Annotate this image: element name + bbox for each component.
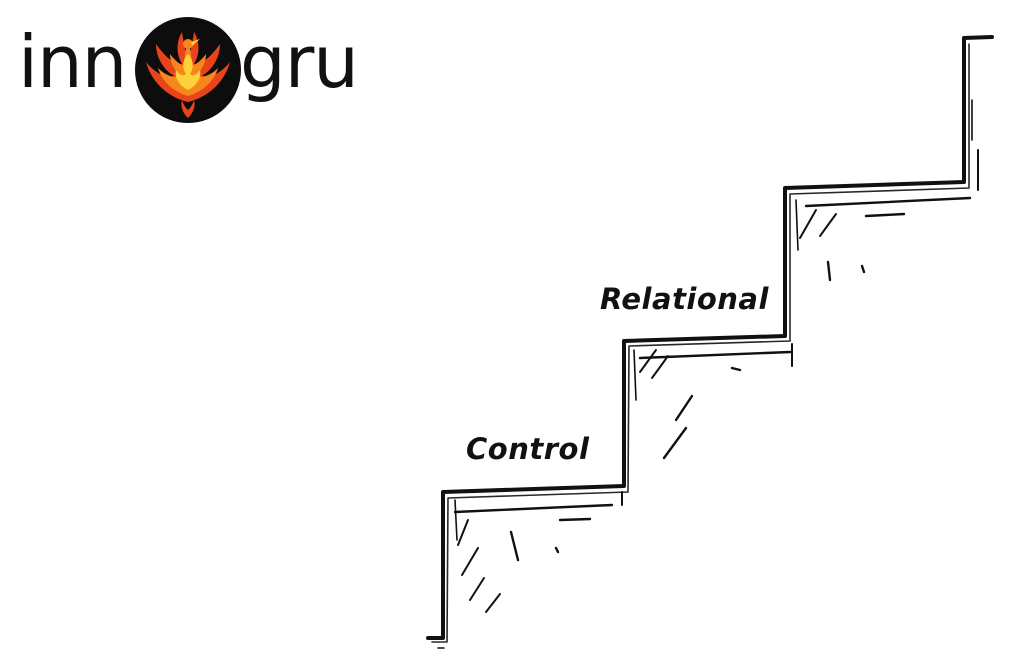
hatch-11 [674, 394, 694, 422]
step-label-control: Control [466, 432, 590, 466]
hatch-6 [558, 517, 592, 522]
hatch-2 [461, 547, 479, 576]
hatch-8 [454, 499, 458, 541]
hatch-9 [639, 349, 657, 373]
tread-line-2 [638, 350, 792, 360]
logo-text-left: inn [18, 20, 127, 104]
step-label-relational: Relational [600, 282, 769, 316]
hatch-20 [795, 199, 799, 251]
logo-text-right: gru [240, 20, 359, 104]
stair-outline-sketch [431, 43, 970, 643]
hatch-19 [860, 264, 866, 274]
hatch-4 [485, 593, 501, 613]
hatch-14 [633, 349, 637, 401]
tread-line-1 [453, 503, 614, 514]
hatch-12 [662, 426, 688, 460]
hatch-13 [730, 366, 742, 372]
tread-line-3 [804, 196, 972, 208]
hatch-10 [651, 355, 669, 379]
hatch-16 [819, 213, 837, 237]
hatch-17 [864, 212, 906, 218]
hatch-3 [469, 577, 485, 601]
innogru-logo: inn gru [18, 14, 378, 130]
phoenix-icon [135, 17, 241, 123]
hatch-5 [509, 530, 520, 562]
stair-outline [426, 35, 994, 640]
hatch-7 [554, 546, 560, 554]
hatch-18 [826, 260, 832, 282]
hatch-15 [799, 209, 817, 239]
hatch-1 [457, 519, 469, 546]
